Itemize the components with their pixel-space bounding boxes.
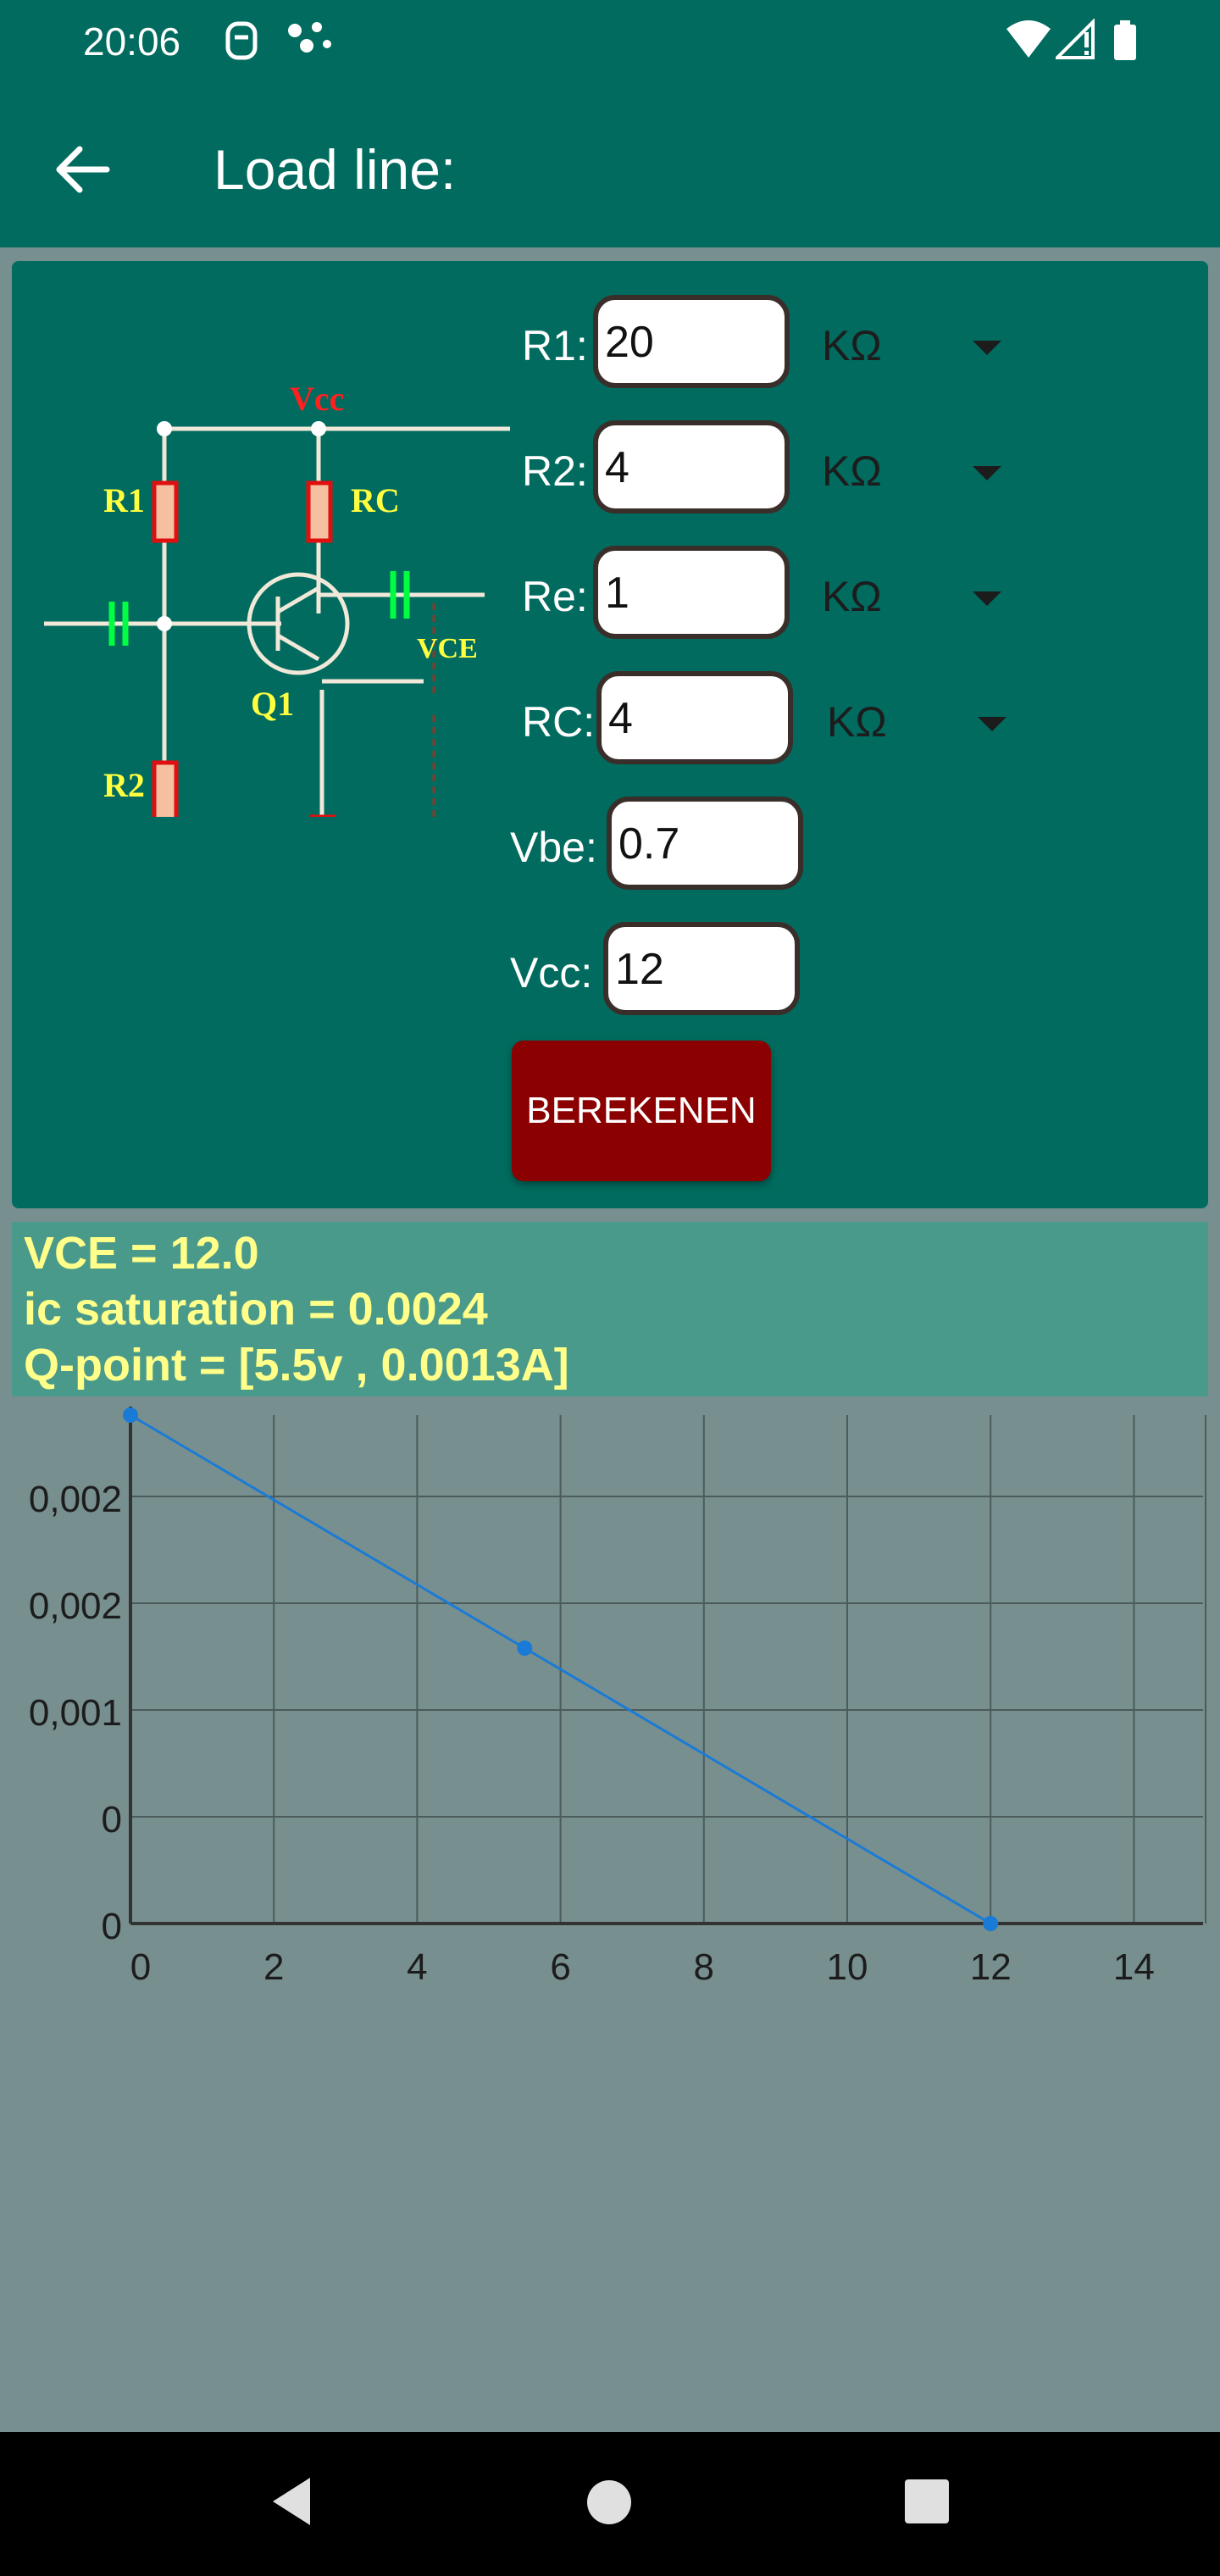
svg-text:RC: RC <box>351 481 400 519</box>
data-point <box>517 1641 533 1656</box>
re-input[interactable]: 1 <box>593 546 790 639</box>
vbe-input[interactable]: 0.7 <box>607 797 803 890</box>
result-vce: VCE = 12.0 <box>24 1228 259 1279</box>
svg-text:R2: R2 <box>103 766 145 804</box>
result-q-point: Q-point = [5.5v , 0.0013A] <box>24 1340 569 1391</box>
re-unit-select[interactable]: KΩ <box>822 573 882 620</box>
svg-text:Vcc: Vcc <box>290 380 344 418</box>
r1-unit-select[interactable]: KΩ <box>822 322 882 369</box>
x-tick-label: 12 <box>970 1946 1012 1988</box>
chevron-down-icon[interactable] <box>973 591 1001 606</box>
svg-text:R1: R1 <box>103 481 145 519</box>
x-tick-label: 0 <box>130 1946 151 1988</box>
navigation-bar <box>0 2432 1220 2576</box>
page-title: Load line: <box>214 138 457 201</box>
chevron-down-icon[interactable] <box>973 466 1001 480</box>
vcc-input[interactable]: 12 <box>603 922 800 1015</box>
status-bar: 20:06 <box>0 0 1220 85</box>
y-tick-label: 0 <box>102 1799 122 1840</box>
r2-input[interactable]: 4 <box>593 420 790 514</box>
battery-icon <box>1114 20 1136 60</box>
chevron-down-icon[interactable] <box>978 717 1006 731</box>
vcc-label: Vcc: <box>510 949 593 997</box>
x-tick-label: 10 <box>827 1946 868 1988</box>
chevron-down-icon[interactable] <box>973 341 1001 355</box>
result-ic-saturation: ic saturation = 0.0024 <box>24 1284 488 1335</box>
re-label: Re: <box>522 573 588 620</box>
r2-label: R2: <box>522 447 588 495</box>
home-nav-icon[interactable] <box>585 2478 634 2527</box>
status-time: 20:06 <box>83 19 181 64</box>
y-tick-label: 0 <box>102 1906 122 1947</box>
y-tick-label: 0,002 <box>29 1585 122 1627</box>
r1-input[interactable]: 20 <box>593 295 790 388</box>
notification-icon <box>225 21 258 60</box>
y-tick-label: 0,002 <box>29 1479 122 1520</box>
r1-label: R1: <box>522 322 588 369</box>
signal-icon <box>1056 19 1095 59</box>
rc-unit-select[interactable]: KΩ <box>827 698 887 746</box>
back-nav-icon[interactable] <box>266 2474 317 2529</box>
circuit-diagram: Vcc R1 RC R2 Q1 RE VCE VE <box>44 380 510 817</box>
recents-nav-icon[interactable] <box>903 2478 951 2525</box>
y-tick-label: 0,001 <box>29 1692 122 1734</box>
results-panel: VCE = 12.0 ic saturation = 0.0024 Q-poin… <box>12 1222 1208 1396</box>
x-tick-label: 8 <box>694 1946 714 1988</box>
x-tick-label: 14 <box>1113 1946 1155 1988</box>
data-point <box>123 1407 138 1423</box>
r2-unit-select[interactable]: KΩ <box>822 447 882 495</box>
back-arrow-icon[interactable] <box>47 134 119 205</box>
svg-text:VCE: VCE <box>417 633 478 664</box>
rc-input[interactable]: 4 <box>596 671 793 764</box>
calculate-button[interactable]: BEREKENEN <box>512 1041 771 1181</box>
x-tick-label: 6 <box>550 1946 570 1988</box>
svg-text:Q1: Q1 <box>251 685 294 723</box>
rc-label: RC: <box>522 698 596 746</box>
x-tick-label: 4 <box>407 1946 427 1988</box>
app-bar: Load line: <box>0 85 1220 247</box>
dots-icon <box>288 22 331 53</box>
wifi-icon <box>1006 20 1051 58</box>
input-panel: Vcc R1 RC R2 Q1 RE VCE VE R1: 20 KΩ R2: … <box>12 261 1208 1208</box>
x-tick-label: 2 <box>263 1946 284 1988</box>
vbe-label: Vbe: <box>510 824 597 871</box>
data-point <box>983 1916 999 1931</box>
